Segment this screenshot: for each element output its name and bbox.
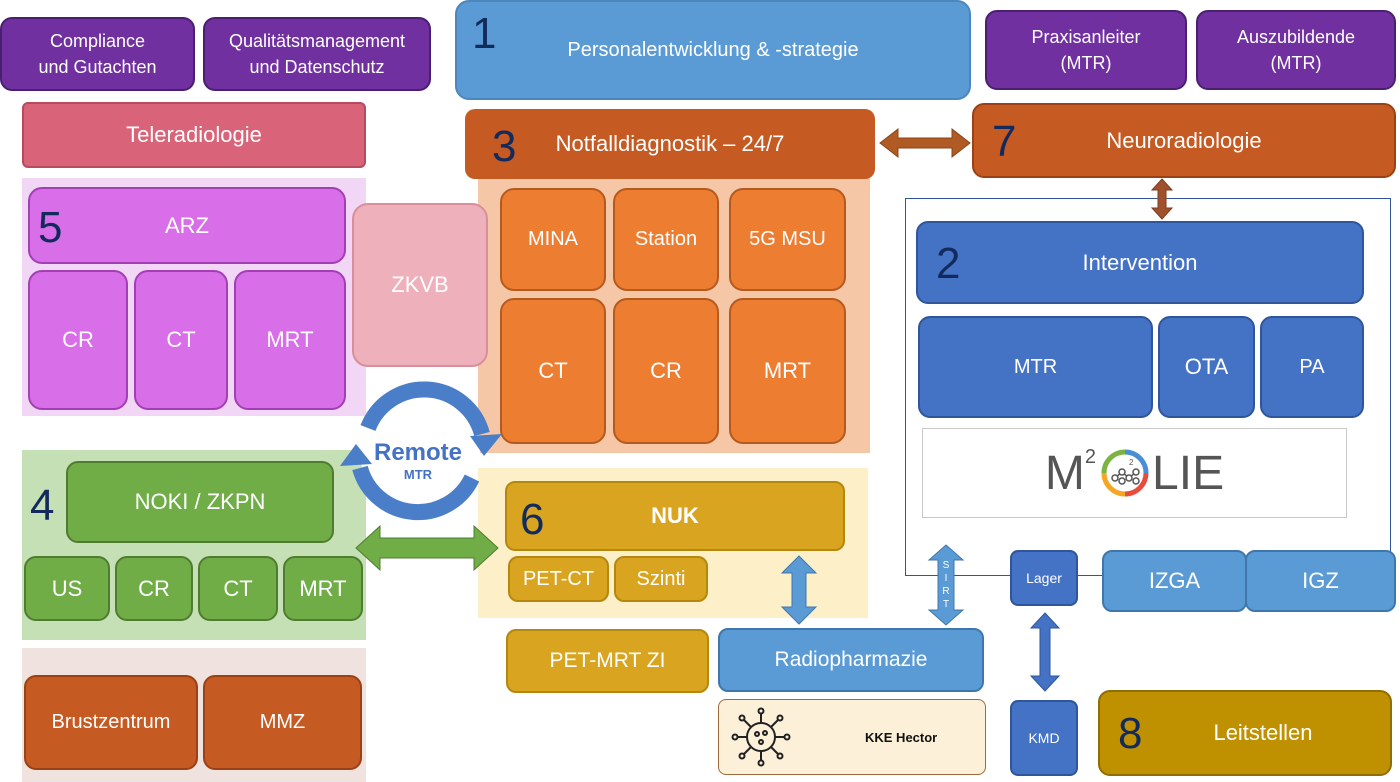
sirt-r: R xyxy=(942,586,950,597)
kmd-box[interactable]: KMD xyxy=(1010,700,1078,776)
nuk-title: NUK xyxy=(651,503,699,528)
m2olie-logo: M 2 2 LIE xyxy=(922,428,1347,518)
hr-title: Personalentwicklung & -strategie xyxy=(567,38,859,61)
radiopharmazie-box[interactable]: Radiopharmazie xyxy=(718,628,984,692)
intervention-number: 2 xyxy=(936,239,961,288)
lager-box[interactable]: Lager xyxy=(1010,550,1078,606)
sirt-arrow xyxy=(927,544,965,626)
compliance-box[interactable]: Compliance und Gutachten xyxy=(0,17,195,91)
brustzentrum-box[interactable]: Brustzentrum xyxy=(24,675,198,770)
arz-title: ARZ xyxy=(165,212,209,238)
lager-kmd-arrow xyxy=(1029,612,1061,692)
remote-title: Remote xyxy=(373,438,463,466)
noki-mrt[interactable]: MRT xyxy=(283,556,363,621)
noki-number: 4 xyxy=(30,481,55,530)
notfall-number: 3 xyxy=(492,122,517,171)
arz-header[interactable]: ARZ xyxy=(28,187,346,264)
notfall-ct[interactable]: CT xyxy=(500,298,606,444)
hr-number: 1 xyxy=(472,9,497,58)
molecule-ring-icon: 2 xyxy=(1101,449,1149,497)
neuro-box[interactable]: Neuroradiologie xyxy=(972,103,1396,178)
virus-icon xyxy=(731,707,791,767)
notfall-cr[interactable]: CR xyxy=(613,298,719,444)
mmz-box[interactable]: MMZ xyxy=(203,675,362,770)
kke-hector-label: KKE Hector xyxy=(865,729,938,745)
notfall-header[interactable]: Notfalldiagnostik – 24/7 xyxy=(465,109,875,179)
logo-sup: 2 xyxy=(1084,445,1097,468)
noki-title: NOKI / ZKPN xyxy=(134,489,266,514)
notfall-neuro-arrow xyxy=(879,127,971,159)
zkvb-box[interactable]: ZKVB xyxy=(352,203,488,367)
neuro-number: 7 xyxy=(992,117,1017,166)
notfall-station[interactable]: Station xyxy=(613,188,719,291)
nuk-number: 6 xyxy=(520,495,545,544)
intervention-pa[interactable]: PA xyxy=(1260,316,1364,418)
noki-cr[interactable]: CR xyxy=(115,556,193,621)
logo-lie: LIE xyxy=(1152,446,1225,500)
sirt-label: S I R T xyxy=(939,559,953,611)
logo-m: M xyxy=(1044,446,1085,500)
arz-mrt[interactable]: MRT xyxy=(234,270,346,410)
pet-mrt-zi-box[interactable]: PET-MRT ZI xyxy=(506,629,709,693)
intervention-ota[interactable]: OTA xyxy=(1158,316,1255,418)
izga-box[interactable]: IZGA xyxy=(1102,550,1247,612)
noki-us[interactable]: US xyxy=(24,556,110,621)
remote-sub: MTR xyxy=(403,466,433,482)
hr-box[interactable]: Personalentwicklung & -strategie xyxy=(455,0,971,100)
noki-header[interactable]: NOKI / ZKPN xyxy=(66,461,334,543)
neuro-intervention-arrow xyxy=(1150,178,1174,220)
nuk-szinti[interactable]: Szinti xyxy=(614,556,708,602)
arz-cr[interactable]: CR xyxy=(28,270,128,410)
notfall-mina[interactable]: MINA xyxy=(500,188,606,291)
sirt-s: S xyxy=(942,560,950,571)
leitstellen-title: Leitstellen xyxy=(1213,720,1313,745)
leitstellen-box[interactable]: Leitstellen xyxy=(1098,690,1392,776)
sirt-t: T xyxy=(942,599,950,610)
leitstellen-number: 8 xyxy=(1118,709,1143,758)
notfall-5g-msu[interactable]: 5G MSU xyxy=(729,188,846,291)
noki-nuk-arrow xyxy=(355,524,499,572)
neuro-title: Neuroradiologie xyxy=(1106,127,1262,153)
remote-label: Remote MTR xyxy=(358,428,478,492)
intervention-mtr[interactable]: MTR xyxy=(918,316,1153,418)
remote-cycle-icon xyxy=(340,381,502,521)
arz-number: 5 xyxy=(38,203,63,252)
noki-ct[interactable]: CT xyxy=(198,556,278,621)
kke-hector-box[interactable]: KKE Hector xyxy=(718,699,986,775)
intervention-header[interactable]: Intervention xyxy=(916,221,1364,304)
nuk-header[interactable]: NUK xyxy=(505,481,845,551)
intervention-title: Intervention xyxy=(1082,249,1198,275)
quality-box[interactable]: Qualitätsmanagement und Datenschutz xyxy=(203,17,431,91)
igz-box[interactable]: IGZ xyxy=(1245,550,1396,612)
nuk-radiopharmazie-arrow xyxy=(780,555,818,625)
auszubildende-box[interactable]: Auszubildende (MTR) xyxy=(1196,10,1396,90)
notfall-title: Notfalldiagnostik – 24/7 xyxy=(555,131,785,156)
notfall-mrt[interactable]: MRT xyxy=(729,298,846,444)
nuk-pet-ct[interactable]: PET-CT xyxy=(508,556,609,602)
teleradiologie-box[interactable]: Teleradiologie xyxy=(22,102,366,168)
logo-inner-sup: 2 xyxy=(1129,458,1134,467)
praxisanleiter-box[interactable]: Praxisanleiter (MTR) xyxy=(985,10,1187,90)
arz-ct[interactable]: CT xyxy=(134,270,228,410)
sirt-i: I xyxy=(944,573,948,584)
